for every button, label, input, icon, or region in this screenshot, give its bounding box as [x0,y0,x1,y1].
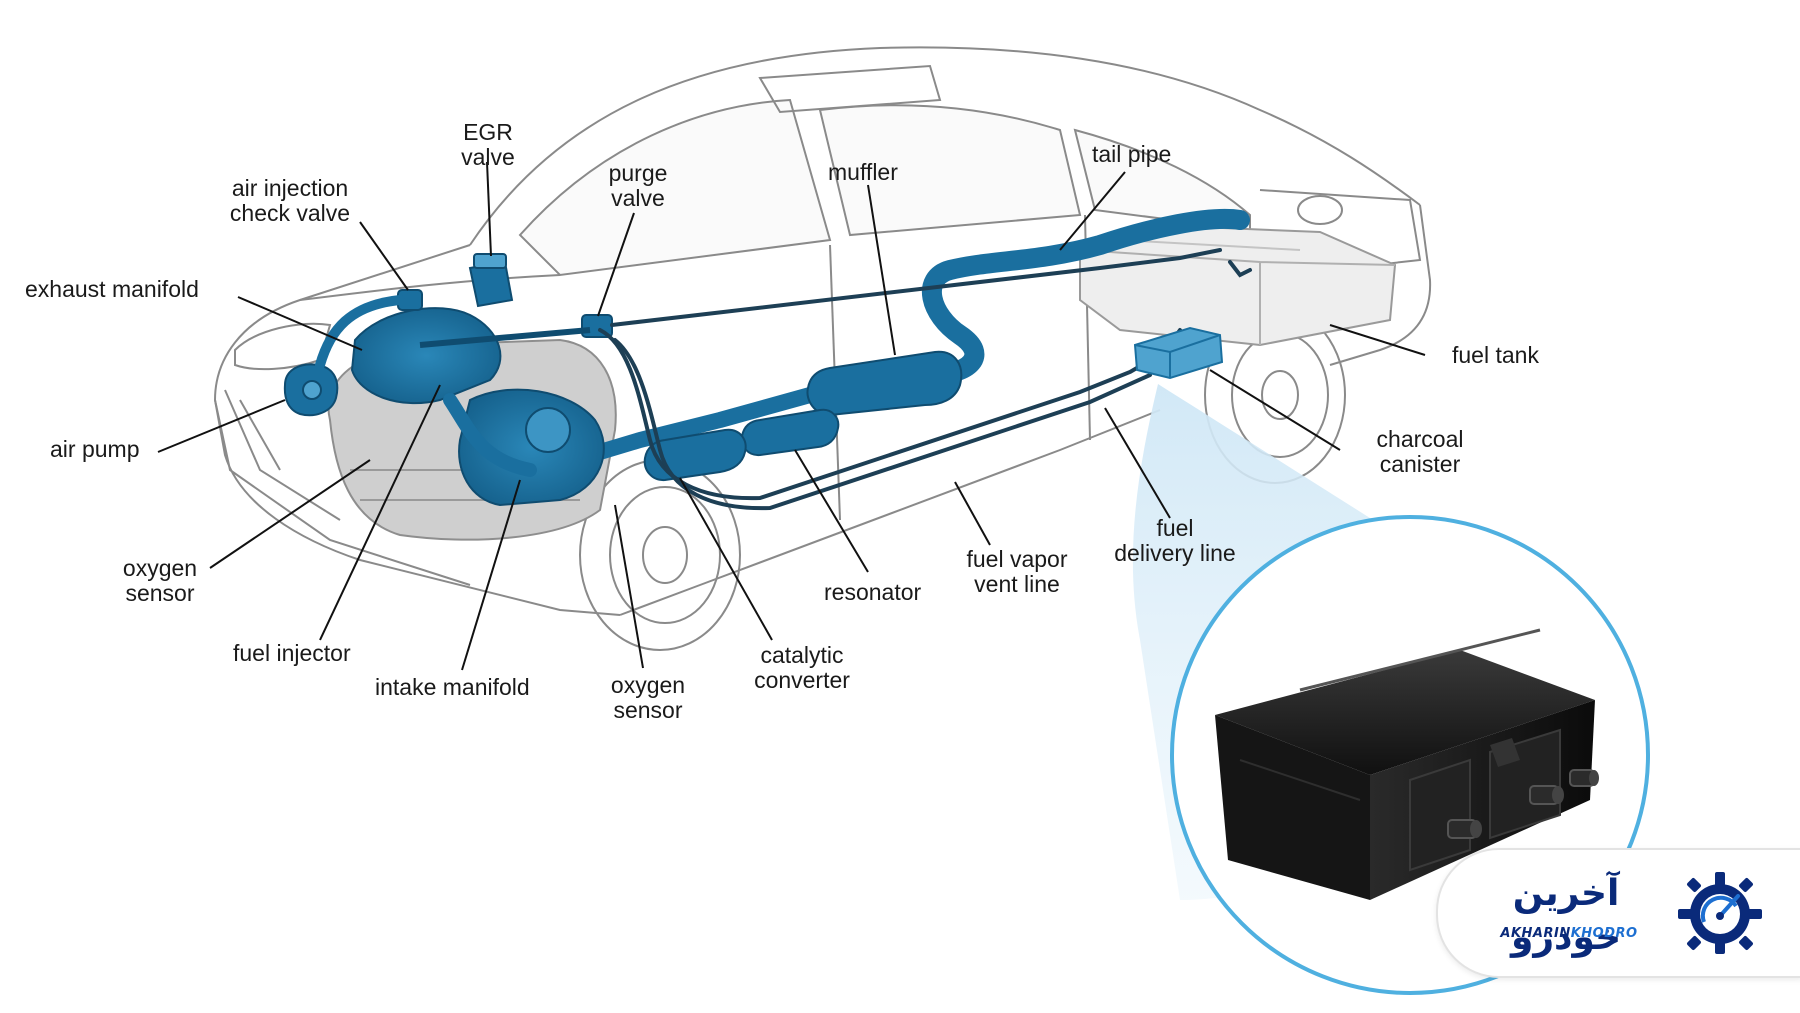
front-wheel [579,459,741,651]
label-tail-pipe: tail pipe [1092,141,1172,167]
gear-speedometer-icon [1678,872,1762,954]
label-catalytic-converter: catalytic converter [754,642,850,693]
purge-line [610,248,1222,327]
label-exhaust-manifold: exhaust manifold [25,276,199,302]
leader-exhaust-manifold [237,296,363,351]
fuel-tank [1079,223,1397,347]
car-hood-line [299,274,561,301]
fuel-rail [419,327,591,348]
leader-resonator [794,449,869,573]
leader-air-pump [157,399,286,453]
label-fuel-vapor-vent-line: fuel vapor vent line [966,546,1068,597]
label-egr-valve: EGR valve [461,119,515,170]
label-fuel-delivery-line: fuel delivery line [1114,515,1236,566]
leader-egr-valve [486,161,492,257]
label-oxygen-sensor-front: oxygen sensor [122,555,198,606]
leader-catalytic-converter [679,477,773,641]
car-rear-outline [1329,204,1432,366]
air-injection-hose [315,295,405,370]
leader-intake-manifold [461,479,521,671]
canister-port-left [1447,819,1482,839]
car-body [213,46,1432,616]
leader-fuel-vapor-vent-line [954,481,991,546]
logo-latin-text: AKHARINKHODRO [1500,926,1638,941]
resonator [740,408,840,457]
catalytic-converter [643,428,747,482]
leader-muffler [867,184,896,356]
fuel-delivery-line-path [613,338,1152,511]
leader-lines [157,161,1426,671]
leader-oxygen-sensor-rear [614,504,644,669]
intake-throttle [525,407,571,453]
charcoal-canister-on-car [1133,326,1224,380]
label-muffler: muffler [828,159,898,185]
leader-tail-pipe [1059,171,1126,251]
leader-air-injection-check-valve [359,221,409,291]
car-sunroof [758,64,942,114]
label-charcoal-canister: charcoal canister [1376,426,1464,477]
leader-fuel-injector [319,384,441,641]
engine-to-exhaust-pipe [443,393,537,477]
akharinkhodro-logo: آخرین خودرو AKHARINKHODRO [1436,848,1800,978]
engine-components [283,253,613,507]
car-grille [224,389,341,521]
car-body-outline [213,244,621,616]
charcoal-canister-detail [1215,628,1599,900]
tail-pipe [920,208,1250,385]
canister-port-mid [1529,785,1564,805]
canister-port-right [1569,769,1599,787]
leader-fuel-tank [1329,324,1426,356]
car-roofline [469,46,1421,246]
leader-purge-valve [597,212,635,317]
egr-valve-top [473,253,507,269]
car-rear-window [1073,128,1251,232]
car-side-sill [619,409,1161,616]
label-resonator: resonator [824,579,922,605]
car-windshield [518,98,832,277]
label-air-pump: air pump [50,436,140,462]
leader-fuel-delivery-line [1104,407,1171,519]
label-intake-manifold: intake manifold [375,674,530,700]
label-fuel-injector: fuel injector [233,640,351,666]
leader-charcoal-canister [1209,369,1341,451]
car-fuel-door [1297,195,1343,225]
label-air-injection-check-valve: air injection check valve [229,175,351,226]
label-fuel-tank: fuel tank [1452,342,1539,368]
leader-oxygen-sensor-front [209,459,371,569]
exhaust-manifold-shape [350,307,502,405]
muffler [806,350,963,417]
label-purge-valve: purge valve [608,160,668,211]
label-oxygen-sensor-rear: oxygen sensor [610,672,686,723]
logo-persian-text: آخرین خودرو [1510,873,1622,958]
